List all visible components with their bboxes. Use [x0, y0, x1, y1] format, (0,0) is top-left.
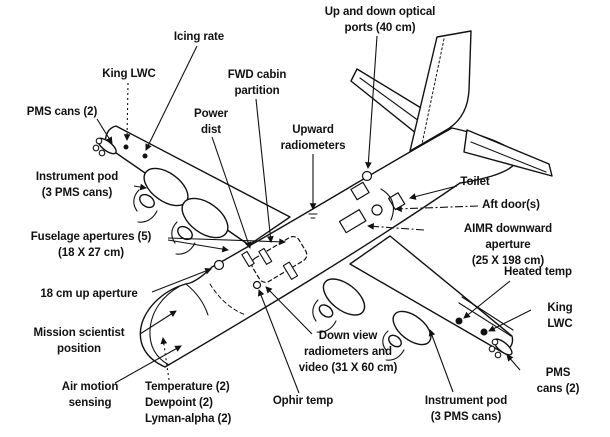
label-fuselage-apertures: Fuselage apertures (5) (18 X 27 cm): [30, 231, 152, 259]
label-heated-temp: Heated temp: [504, 266, 572, 278]
label-king-lwc-right: King LWC: [547, 302, 573, 330]
radiometer-ticks: [308, 213, 318, 219]
label-upward-radiometers: Upward radiometers: [280, 124, 346, 152]
leader-power-dist: [211, 136, 252, 249]
label-aft-doors: Aft door(s): [482, 199, 540, 211]
king-lwc-left-dot: [123, 144, 129, 150]
aimr-aperture-opening: [338, 209, 367, 234]
far-engine-outboard-blades: [382, 330, 405, 361]
leader-instrument-pod-left: [133, 183, 147, 191]
right-stabilizer: [463, 129, 553, 177]
cockpit-line: [185, 283, 209, 316]
leader-king-lwc-right: [488, 309, 532, 332]
label-aimr-aperture: AIMR downward aperture (25 X 198 cm): [463, 223, 553, 267]
fuselage: [139, 127, 518, 368]
aft-fairing-arc: [380, 188, 394, 221]
up-aperture-port: [213, 259, 225, 271]
aperture-hatches: [241, 247, 299, 280]
heated-temp-dot: [455, 317, 463, 325]
far-engine-outboard-spinner: [388, 334, 402, 348]
far-engine-inboard-spinner: [318, 304, 334, 318]
upward-optical-port: [361, 170, 373, 182]
leader-pms-cans-left: [96, 118, 113, 144]
leader-lines: [96, 35, 532, 394]
label-temp-dewpoint-lyman: Temperature (2) Dewpoint (2) Lyman-alpha…: [145, 381, 232, 425]
far-wing-aileron: [458, 296, 514, 337]
right-stabilizer-hinge: [470, 141, 547, 173]
near-engine-outboard-spinner: [139, 193, 155, 209]
label-down-view: Down view radiometers and video (31 X 60…: [298, 330, 398, 374]
label-instrument-pod-right: Instrument pod (3 PMS cans): [424, 395, 508, 423]
belly-port: [252, 280, 262, 290]
icing-rate-dot: [142, 153, 148, 159]
leader-fuselage-apertures-2: [167, 237, 286, 246]
leader-mission-scientist: [139, 310, 177, 335]
leader-temperature: [160, 337, 170, 381]
leader-down-view: [265, 286, 313, 335]
label-king-lwc-left: King LWC: [102, 68, 156, 80]
far-engine-inboard: [322, 278, 366, 316]
leader-fuselage-apertures-1: [167, 239, 229, 253]
label-instrument-pod-left: Instrument pod (3 PMS cans): [35, 171, 119, 199]
label-toilet: Toilet: [460, 176, 490, 188]
near-engine-inboard: [181, 197, 229, 239]
far-wingtip-pms-cans: [488, 338, 502, 359]
leader-icing-rate: [145, 45, 198, 151]
label-optical-ports: Up and down optical ports (40 cm): [324, 6, 436, 34]
leader-heated-temp: [463, 280, 511, 319]
label-pms-cans-left: PMS cans (2): [26, 106, 98, 118]
leader-aft-doors: [395, 205, 479, 213]
cabin-dash-line: [209, 283, 247, 316]
label-power-dist: Power dist: [193, 108, 229, 136]
leader-air-motion: [114, 345, 182, 384]
leader-optical-ports: [365, 35, 378, 169]
label-ophir-temp: Ophir temp: [272, 395, 334, 407]
label-18cm-up-aperture: 18 cm up aperture: [40, 288, 138, 300]
left-stabilizer-hinge: [359, 77, 420, 122]
label-air-motion: Air motion sensing: [61, 381, 119, 409]
far-engine-inboard-blades: [312, 299, 337, 333]
aircraft-outline: [92, 30, 553, 368]
leader-18cm-up-aperture: [151, 267, 212, 293]
leader-toilet: [409, 185, 458, 200]
far-engine-outboard: [392, 310, 432, 346]
cabin-door-fwd: [350, 181, 370, 201]
label-pms-cans-right: PMS cans (2): [536, 367, 580, 395]
fin-rudder-line: [421, 38, 445, 145]
leader-instrument-pod-right: [428, 329, 454, 393]
probe-dots: [123, 144, 488, 336]
leader-ophir-temp: [257, 289, 300, 394]
label-icing-rate: Icing rate: [173, 31, 225, 43]
label-mission-scientist: Mission scientist position: [33, 327, 125, 355]
vertical-fin: [409, 30, 472, 152]
leader-pms-cans-right: [506, 354, 521, 371]
near-engine-inboard-spinner: [177, 225, 193, 241]
king-lwc-right-dot: [480, 328, 488, 336]
leader-fwd-cabin-partition: [255, 98, 274, 243]
left-stabilizer: [350, 68, 427, 135]
label-fwd-cabin-partition: FWD cabin partition: [227, 69, 287, 97]
toilet-port: [371, 204, 383, 216]
near-engine-outboard-blades: [133, 189, 158, 223]
leader-aimr: [367, 223, 425, 231]
near-wingtip-pms-cans: [92, 137, 106, 157]
